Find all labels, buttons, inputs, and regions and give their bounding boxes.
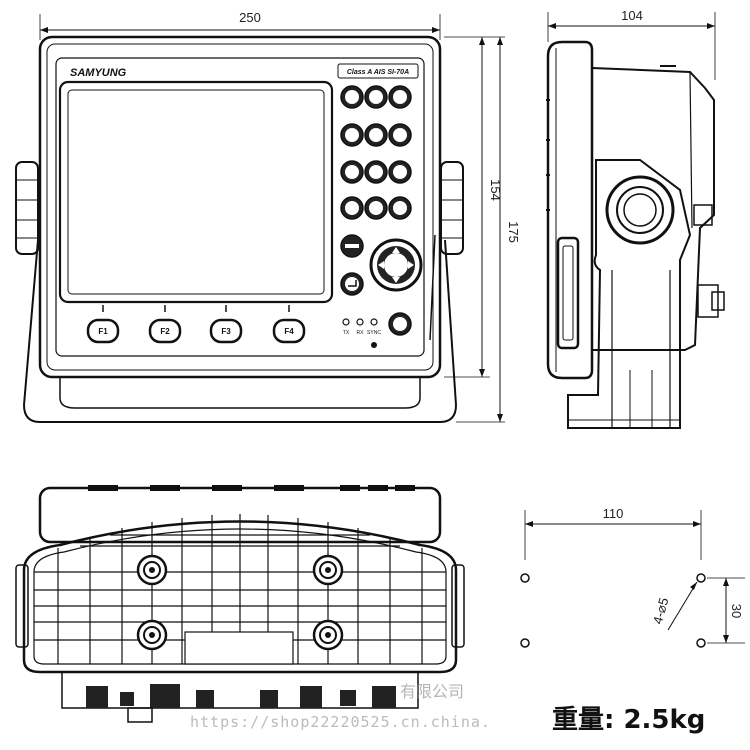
watermark: 有限公司 https://shop22220525.cn.china. (190, 682, 491, 731)
mount-boss (312, 619, 344, 651)
mount-holes-label: 4-⌀5 (650, 596, 671, 626)
function-key-label: F4 (284, 327, 294, 336)
keypad-key (364, 196, 388, 220)
keypad-key (364, 85, 388, 109)
grid-lines (34, 514, 446, 664)
function-key-label: F3 (221, 327, 231, 336)
function-key-label: F1 (98, 327, 108, 336)
mount-hole (696, 638, 706, 648)
front-height-outer-label: 175 (506, 221, 521, 243)
led-label: SYNC (367, 330, 381, 336)
keypad-key (364, 160, 388, 184)
keypad (340, 85, 412, 220)
watermark-company: 有限公司 (400, 682, 464, 701)
function-keys: F1 F2 F3 F4 (86, 305, 306, 344)
mount-boss (136, 554, 168, 586)
led-label: RX (357, 330, 365, 336)
function-key-label: F2 (160, 327, 170, 336)
watermark-url: https://shop22220525.cn.china. (190, 713, 491, 731)
front-width-label: 250 (239, 10, 261, 25)
function-key-f2: F2 (148, 305, 182, 344)
status-leds: TX RX SYNC (342, 318, 381, 348)
front-height-inner-label: 154 (488, 179, 503, 201)
mount-height-label: 30 (729, 604, 744, 618)
mount-hole (696, 573, 706, 583)
brand-label: SAMYUNG (70, 67, 127, 79)
dimension-side-depth: 104 (547, 8, 716, 80)
mount-hole-pattern: 110 30 4-⌀5 (520, 506, 745, 648)
keypad-key (388, 160, 412, 184)
power-key (388, 312, 412, 336)
keypad-key (340, 85, 364, 109)
keypad-key (388, 123, 412, 147)
led-rx (356, 318, 364, 326)
direction-pad (369, 238, 423, 292)
function-key-f1: F1 (86, 305, 120, 344)
led-tx (342, 318, 350, 326)
display-screen (58, 80, 334, 304)
dimension-front-height: 154 175 (444, 36, 521, 423)
keypad-key (388, 85, 412, 109)
mount-width-label: 110 (603, 506, 624, 521)
keypad-key (388, 196, 412, 220)
led-sync (370, 318, 378, 326)
keypad-key (364, 123, 388, 147)
mount-boss (312, 554, 344, 586)
enter-key (340, 272, 364, 296)
menu-key (340, 234, 364, 258)
function-key-f3: F3 (209, 305, 243, 344)
keypad-key (340, 160, 364, 184)
weight-label: 重量: 2.5kg (552, 705, 705, 735)
mount-hole (520, 573, 530, 583)
side-depth-label: 104 (621, 8, 643, 23)
side-view: 104 (546, 8, 725, 429)
keypad-key (340, 123, 364, 147)
front-view: 250 SAMYUNG Class A AIS SI-70A (15, 10, 521, 423)
model-label: Class A AIS SI-70A (347, 69, 409, 76)
function-key-f4: F4 (272, 305, 306, 344)
dimension-front-width: 250 (39, 10, 441, 40)
top-view (15, 485, 465, 723)
mount-hole (520, 638, 530, 648)
mount-boss (136, 619, 168, 651)
led-label: TX (343, 330, 350, 336)
keypad-key (340, 196, 364, 220)
